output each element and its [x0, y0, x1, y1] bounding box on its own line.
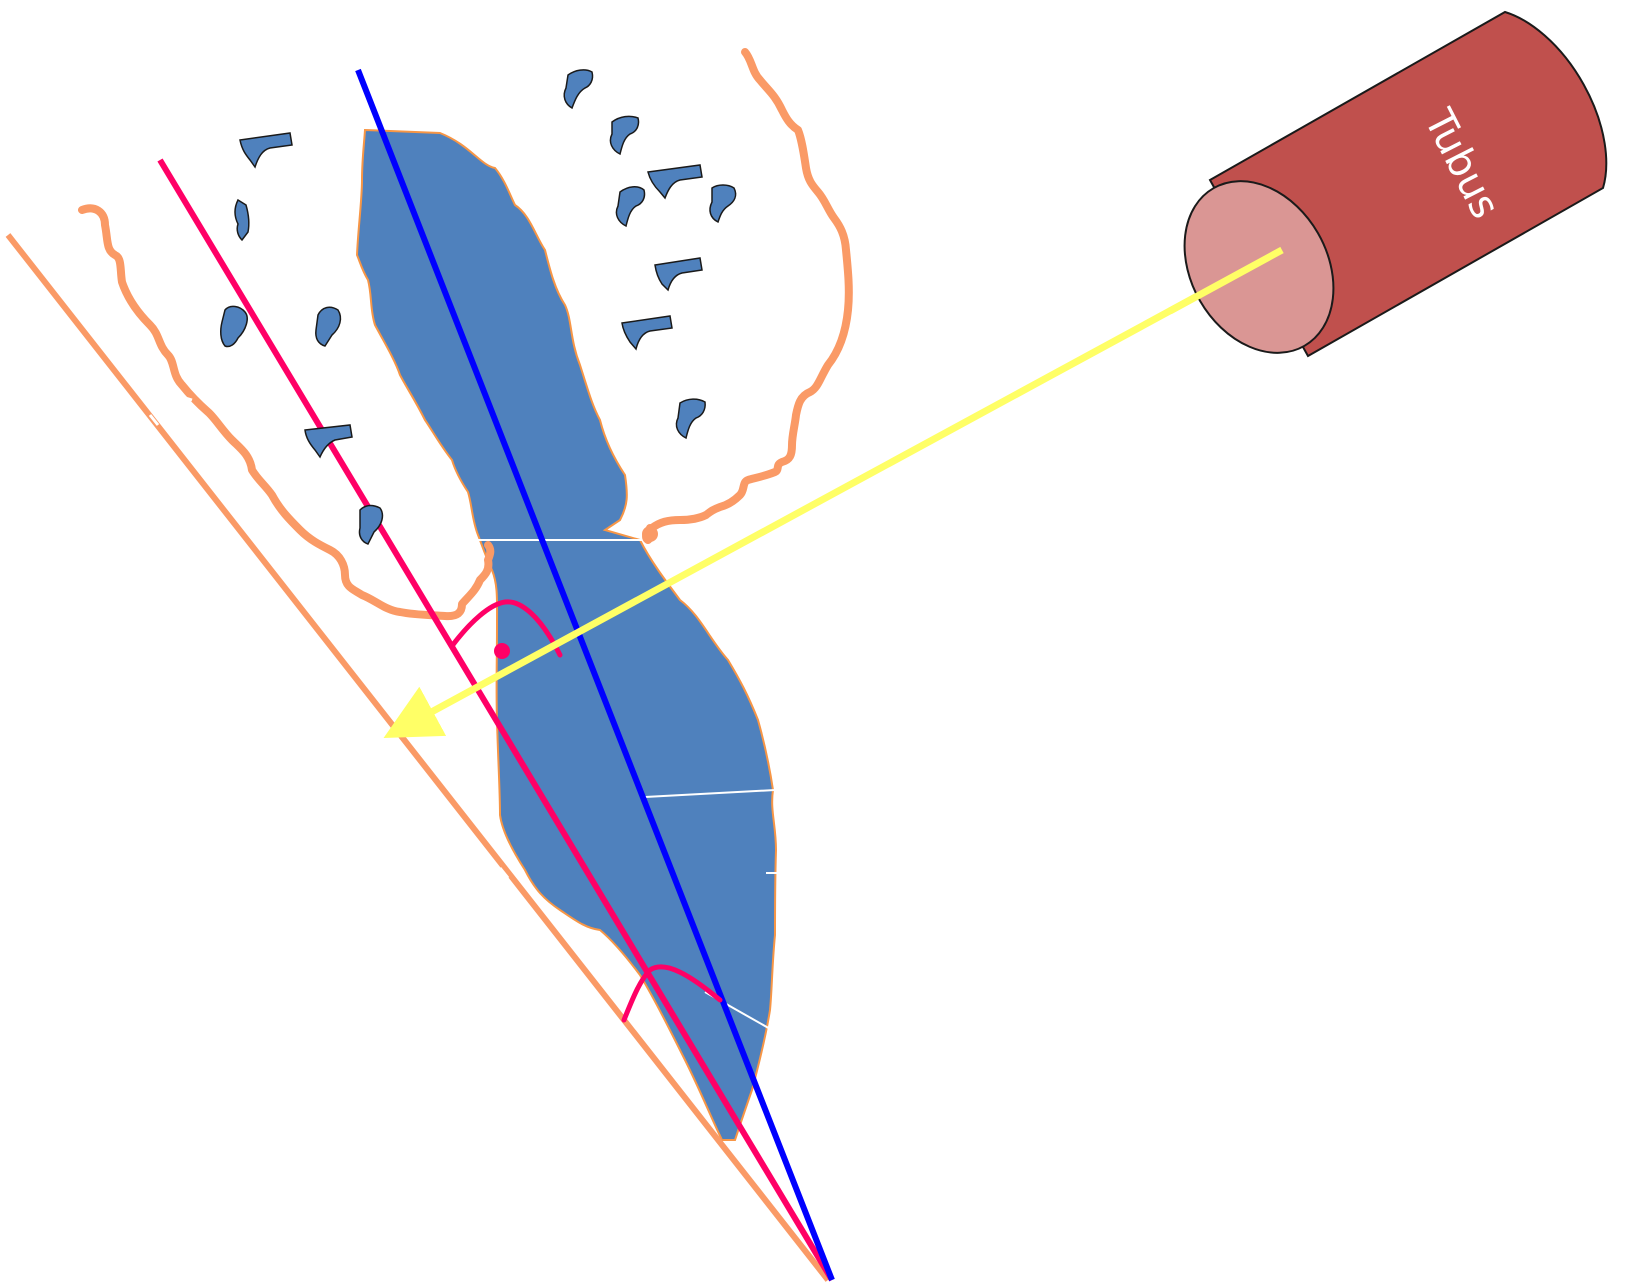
film-gap-2: [498, 867, 510, 879]
tooth-germ-13: [621, 315, 673, 351]
film-line: [5, 233, 831, 1282]
gingiva-left: [78, 204, 495, 621]
tooth-germ-4: [315, 306, 342, 347]
tooth-germ-8: [609, 115, 640, 156]
tubus: Tubus: [1183, 10, 1608, 358]
film-gap-1: [148, 414, 160, 426]
tooth-axis-line: [355, 68, 835, 1282]
tubus-face: [1183, 180, 1335, 354]
tooth-germ-7: [563, 69, 594, 110]
tooth-germs: [220, 69, 737, 545]
bisecting-line: [157, 158, 835, 1282]
tooth-germ-5: [304, 424, 353, 459]
angle-arc-lower: [621, 964, 723, 1023]
central-ray-arrow: [383, 246, 1284, 739]
tooth-germ-1: [239, 132, 293, 169]
tooth-germ-9: [647, 164, 703, 200]
central-ray-origin: [1168, 246, 1284, 315]
white-line-2: [644, 789, 776, 798]
gingiva-right: [642, 48, 853, 544]
tooth-germ-3: [220, 305, 248, 348]
tooth-germ-12: [654, 257, 703, 292]
tooth-germ-2: [234, 198, 250, 242]
tooth-germ-6: [358, 504, 384, 545]
tooth-germ-10: [615, 186, 646, 228]
gingiva-contact-dot: [642, 526, 658, 542]
gingiva-gap: [181, 395, 193, 402]
angle-arc-upper: [449, 599, 563, 658]
tooth-germ-14: [675, 398, 706, 440]
tooth-germ-11: [709, 184, 737, 224]
angle-dot: [494, 643, 510, 659]
